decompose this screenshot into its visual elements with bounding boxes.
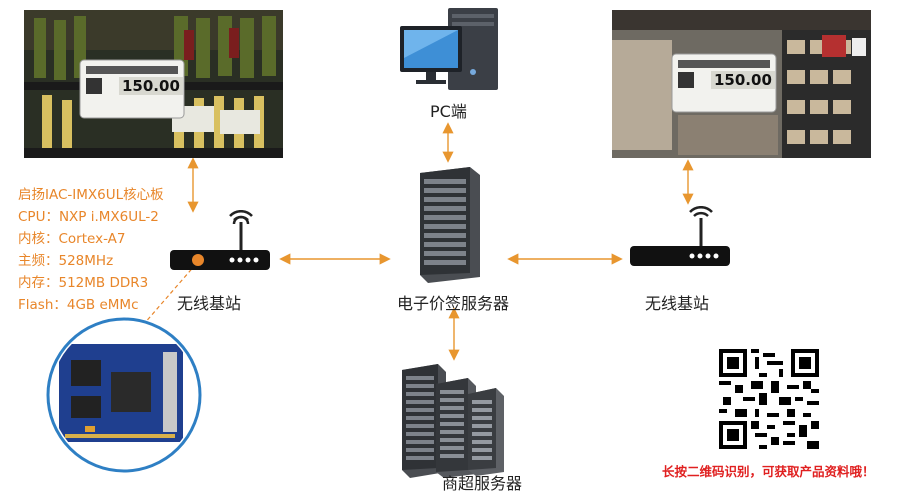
core-board-image (45, 316, 203, 474)
mall-server-icon (398, 360, 512, 478)
pc-label: PC端 (430, 102, 467, 121)
dashed-link-board (129, 263, 197, 341)
qr-code[interactable] (719, 349, 819, 449)
pc-icon (396, 8, 504, 94)
board-title: 启扬IAC-IMX6UL核心板 (18, 187, 164, 203)
shelf-photo-left: 150.00 (24, 10, 283, 158)
board-spec-flash: Flash：4GB eMMc (18, 297, 139, 313)
base-station-right-label: 无线基站 (645, 294, 710, 313)
board-spec-list: 启扬IAC-IMX6UL核心板 CPU：NXP i.MX6UL-2 内核：Cor… (18, 184, 164, 316)
mall-server-label: 商超服务器 (442, 474, 523, 493)
base-station-right-icon (628, 205, 732, 270)
board-spec-core: 内核：Cortex-A7 (18, 231, 126, 247)
base-station-left-label: 无线基站 (177, 294, 242, 313)
server-rack-icon (414, 165, 484, 283)
board-spec-freq: 主频：528MHz (18, 253, 114, 269)
server-label: 电子价签服务器 (397, 294, 510, 313)
price-tag-right-price: 150.00 (711, 71, 775, 89)
shelf-photo-right: 150.00 (612, 10, 871, 158)
board-spec-cpu: CPU：NXP i.MX6UL-2 (18, 209, 159, 225)
board-spec-memory: 内存：512MB DDR3 (18, 275, 149, 291)
qr-promo-text: 长按二维码识别，可获取产品资料哦！ (662, 464, 875, 479)
price-tag-left-price: 150.00 (119, 77, 183, 95)
base-station-left-icon (168, 209, 272, 274)
